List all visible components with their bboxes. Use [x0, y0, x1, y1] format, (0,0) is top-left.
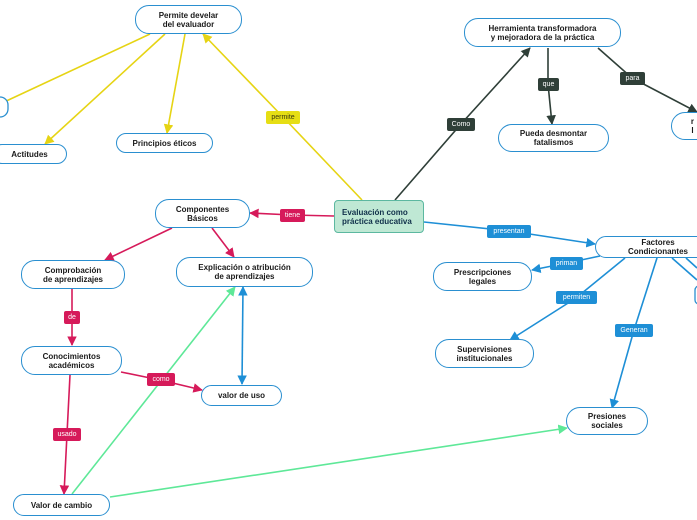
edge-develar-cut-left: [1, 33, 151, 104]
node-principios-eticos[interactable]: Principios éticos: [116, 133, 213, 153]
edge-valorcambio-presiones: [109, 424, 568, 498]
label-permite[interactable]: permite: [266, 111, 300, 124]
label-de[interactable]: de: [64, 311, 80, 324]
label-para[interactable]: para: [620, 72, 645, 85]
node-cut-right-top[interactable]: r l: [671, 112, 697, 140]
node-componentes-basicos[interactable]: Componentes Básicos: [155, 199, 250, 228]
edge-componentes-explicacion: [211, 227, 235, 258]
label-generan[interactable]: Generan: [615, 324, 653, 337]
node-pueda-desmontar[interactable]: Pueda desmontar fatalismos: [498, 124, 609, 152]
node-presiones-sociales[interactable]: Presiones sociales: [566, 407, 648, 435]
edge-explicacion-valoruso: [237, 286, 248, 385]
node-permite-develar[interactable]: Permite develar del evaluador: [135, 5, 242, 34]
node-explicacion-atribucion[interactable]: Explicación o atribución de aprendizajes: [176, 257, 313, 287]
edge-herramienta-para: [597, 47, 697, 113]
node-valor-de-cambio[interactable]: Valor de cambio: [13, 494, 110, 516]
label-priman[interactable]: priman: [550, 257, 583, 270]
node-herramienta-transformadora[interactable]: Herramienta transformadora y mejoradora …: [464, 18, 621, 47]
node-factores-condicionantes[interactable]: Factores Condicionantes: [595, 236, 697, 258]
node-actitudes[interactable]: Actitudes: [0, 144, 67, 164]
node-evaluacion-como-practica[interactable]: Evaluación como práctica educativa: [334, 200, 424, 233]
label-usado[interactable]: usado: [53, 428, 81, 441]
label-que[interactable]: que: [538, 78, 559, 91]
cut-node-left-top: [0, 96, 9, 118]
label-tiene[interactable]: tiene: [280, 209, 305, 222]
edge-factores-cut-1: [671, 257, 697, 281]
node-prescripciones-legales[interactable]: Prescripciones legales: [433, 262, 532, 291]
node-valor-de-uso[interactable]: valor de uso: [201, 385, 282, 406]
node-supervisiones-institucionales[interactable]: Supervisiones institucionales: [435, 339, 534, 368]
edge-develar-actitudes: [44, 33, 166, 145]
label-como-dark[interactable]: Como: [447, 118, 475, 131]
label-permiten[interactable]: permiten: [556, 291, 597, 304]
label-como-red[interactable]: como: [147, 373, 175, 386]
edge-valorcambio-explicacion: [71, 286, 236, 495]
node-comprobacion-aprendizajes[interactable]: Comprobación de aprendizajes: [21, 260, 125, 289]
edge-componentes-comprobacion: [104, 227, 173, 261]
label-presentan[interactable]: presentan: [487, 225, 531, 238]
node-conocimientos-academicos[interactable]: Conocimientos académicos: [21, 346, 122, 375]
edge-develar-principios: [163, 33, 186, 134]
edge-factores-cut-2: [685, 257, 697, 269]
